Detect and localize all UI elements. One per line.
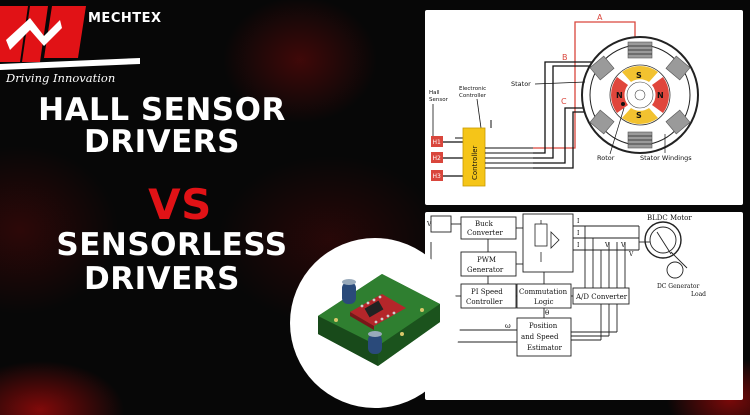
headline-line-2: DRIVERS <box>83 124 240 160</box>
controller-box-label: Controller <box>471 145 479 180</box>
ic-label: I <box>577 242 580 249</box>
headline-line-4: DRIVERS <box>83 261 240 297</box>
stator-label: Stator <box>511 80 531 88</box>
vab-label: V <box>628 251 634 258</box>
mechtex-logo <box>0 6 140 70</box>
sensor-h3-label: H3 <box>433 173 442 180</box>
motor-label: BLDC Motor <box>647 214 692 222</box>
sensorless-diagram: V Buck Converter PWM Generator PI Speed … <box>425 212 743 400</box>
commutation-label-1: Commutation <box>519 288 568 296</box>
estimator-label-3: Estimator <box>527 344 563 352</box>
sensor-h2 <box>431 152 443 163</box>
theta-label: θ <box>545 309 549 317</box>
pwm-label-2: Generator <box>467 266 504 274</box>
bldc-motor-symbol <box>644 221 682 259</box>
generator-label-1: DC Generator <box>657 283 700 290</box>
inverter-block <box>522 213 574 273</box>
driver-board-photo <box>290 238 460 408</box>
pwm-label-1: PWM <box>477 256 496 264</box>
generator-label-2: Load <box>691 291 706 298</box>
pole-s-top: S <box>636 71 642 80</box>
headline-line-3: SENSORLESS <box>56 227 288 263</box>
rotor-label: Rotor <box>597 154 615 162</box>
estimator-label-1: Position <box>529 322 558 330</box>
phase-a-label: A <box>597 13 603 22</box>
sensorless-diagram-svg: V Buck Converter PWM Generator PI Speed … <box>426 213 706 357</box>
sensor-h1 <box>431 136 443 147</box>
pi-label-1: PI Speed <box>471 288 503 296</box>
phase-c-label: C <box>561 97 567 106</box>
vbc-label: V <box>604 242 610 249</box>
controller-box <box>462 127 486 187</box>
hall-diagram-svg: A B C Hall Sensor H1 H2 H3 Electronic Co… <box>429 13 699 187</box>
hall-sensor-label-2: Sensor <box>429 97 449 103</box>
pole-n-left: N <box>616 91 623 100</box>
buck-label-1: Buck <box>475 220 494 228</box>
sensor-h1-label: H1 <box>433 139 442 146</box>
commutation-label-2: Logic <box>534 298 554 306</box>
brand-name: MECHTEX <box>88 11 162 26</box>
vca-label: V <box>620 242 626 249</box>
adc-label: A/D Converter <box>575 293 628 301</box>
dc-generator-symbol <box>666 261 684 279</box>
headline-line-1: HALL SENSOR <box>38 92 286 128</box>
estimator-label-2: and Speed <box>521 333 559 341</box>
ib-label: I <box>577 230 580 237</box>
headline-vs: VS <box>148 180 212 229</box>
buck-label-2: Converter <box>467 229 503 237</box>
omega-label: ω <box>505 322 511 330</box>
hall-sensor-diagram: A B C Hall Sensor H1 H2 H3 Electronic Co… <box>425 10 743 205</box>
brand-tagline: Driving Innovation <box>6 71 116 85</box>
pole-s-bottom: S <box>636 111 642 120</box>
sensor-h2-label: H2 <box>433 155 442 162</box>
controller-label-2: Controller <box>459 93 487 99</box>
ia-label: I <box>577 218 580 225</box>
hall-sensor-label: Hall <box>429 90 440 96</box>
vdc-label: V <box>426 221 432 228</box>
sensor-h3 <box>431 170 443 181</box>
phase-b-label: B <box>562 53 568 62</box>
controller-label-1: Electronic <box>459 86 486 92</box>
pi-label-2: Controller <box>466 298 503 306</box>
driver-board-illustration <box>318 274 440 366</box>
stator-windings-label: Stator Windings <box>640 154 692 162</box>
pole-n-right: N <box>657 91 664 100</box>
